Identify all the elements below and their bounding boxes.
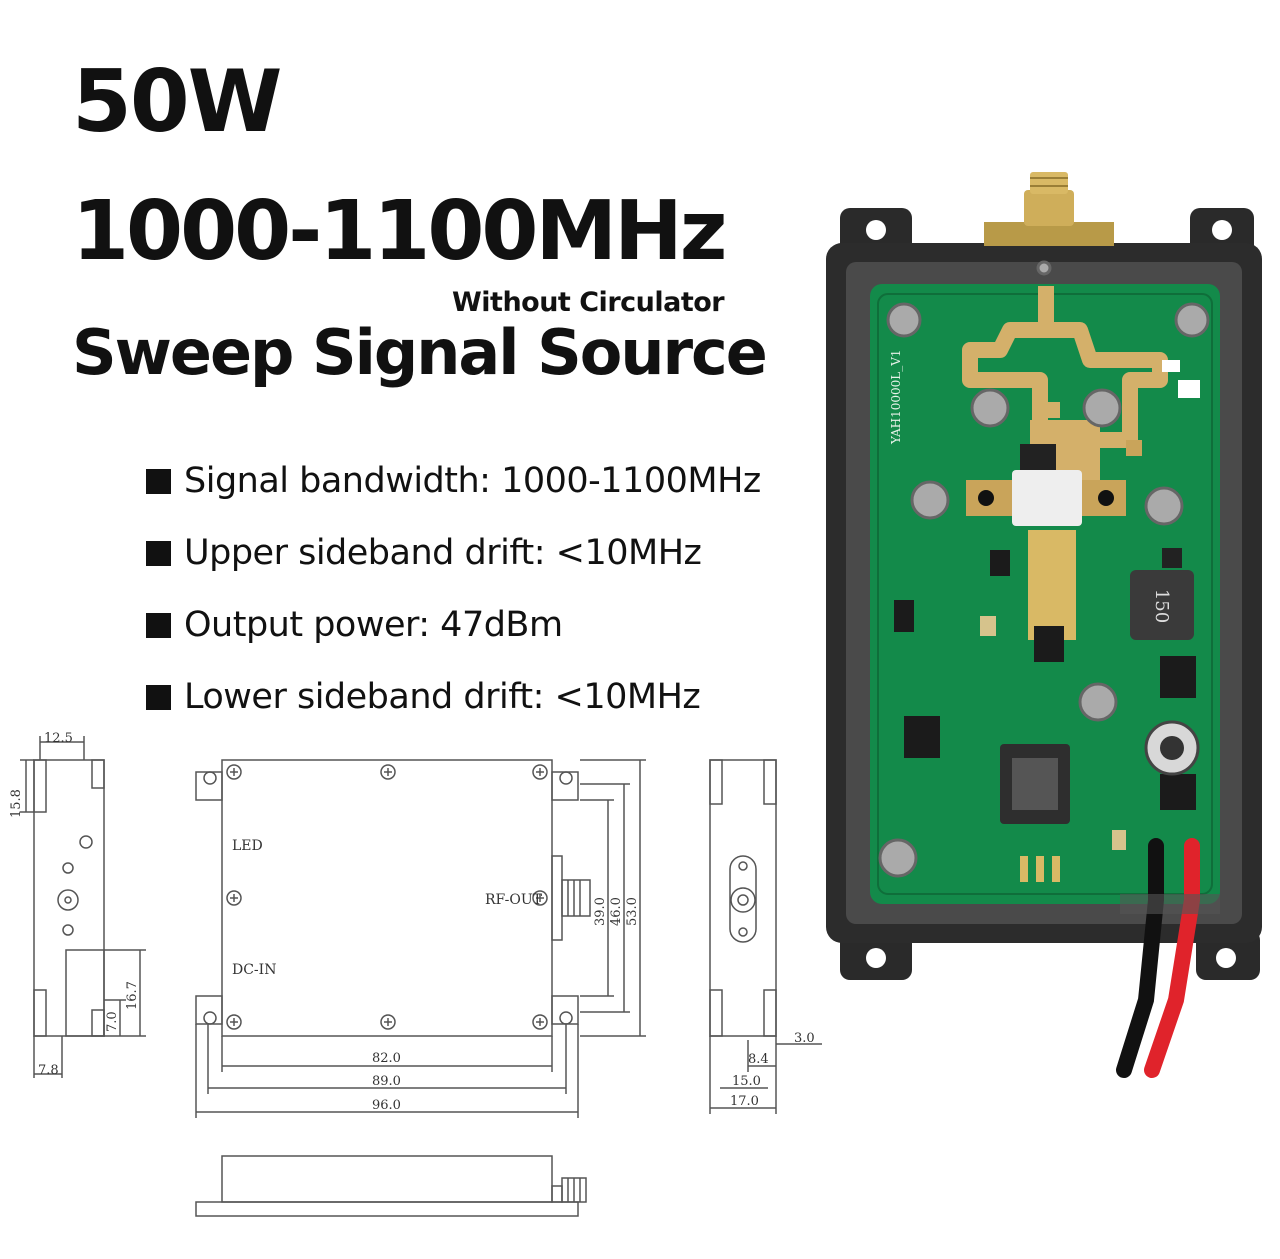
dim-label: 7.0	[105, 1011, 120, 1032]
inductor-icon: 150	[1130, 570, 1194, 640]
circulator-note: Without Circulator	[452, 287, 725, 318]
bottom-view	[195, 1155, 587, 1217]
dim-label: 3.0	[794, 1031, 815, 1046]
transistor-icon	[966, 470, 1126, 526]
capacitor-icon	[1144, 720, 1200, 776]
spec-text: Upper sideband drift: <10MHz	[184, 533, 702, 573]
square-bullet-icon	[146, 540, 171, 566]
dim-label: 89.0	[372, 1074, 401, 1089]
screw-hole-icons	[226, 764, 548, 1030]
spec-text: Signal bandwidth: 1000-1100MHz	[184, 461, 761, 501]
dim-label: 15.8	[9, 789, 24, 818]
spec-item: Signal bandwidth: 1000-1100MHz	[146, 445, 761, 517]
board-label: YAH10000L_V1	[889, 349, 903, 445]
spec-item: Output power: 47dBm	[146, 589, 761, 661]
square-bullet-icon	[146, 612, 171, 638]
dim-label: 7.8	[38, 1063, 59, 1078]
sma-connector-icon	[984, 172, 1114, 246]
rf-out-label: RF-OUT	[485, 892, 543, 908]
dim-label: 17.0	[730, 1094, 759, 1109]
spec-item: Upper sideband drift: <10MHz	[146, 517, 761, 589]
spec-list: Signal bandwidth: 1000-1100MHz Upper sid…	[146, 445, 761, 733]
inductor-label: 150	[1151, 589, 1172, 623]
product-title: Sweep Signal Source	[72, 316, 768, 389]
copper-pad	[1028, 530, 1076, 640]
dim-label: 16.7	[125, 981, 140, 1010]
dim-label: 82.0	[372, 1051, 401, 1066]
square-bullet-icon	[146, 468, 171, 494]
spec-text: Lower sideband drift: <10MHz	[184, 677, 701, 717]
dc-in-label: DC-IN	[232, 962, 276, 978]
dim-label: 53.0	[625, 897, 640, 926]
power-wires	[1116, 838, 1200, 1078]
spec-text: Output power: 47dBm	[184, 605, 563, 645]
led-label: LED	[232, 838, 263, 854]
power-title: 50W	[72, 52, 283, 152]
screw-icons	[878, 260, 1210, 878]
square-bullet-icon	[146, 684, 171, 710]
dim-label: 12.5	[44, 731, 73, 746]
frequency-title: 1000-1100MHz	[72, 184, 727, 279]
dim-label: 96.0	[372, 1098, 401, 1113]
dim-label: 46.0	[609, 897, 624, 926]
spec-item: Lower sideband drift: <10MHz	[146, 661, 761, 733]
ic-chips	[894, 360, 1200, 850]
side-view-left: 12.5 15.8 16.7 7.0 7.8	[9, 731, 146, 1078]
header-pins	[1020, 856, 1060, 882]
front-view: LED RF-OUT DC-IN 39.0 46.0 53.0 82.0 89.…	[195, 759, 646, 1118]
dim-label: 39.0	[593, 897, 608, 926]
dim-label: 15.0	[732, 1074, 761, 1089]
dim-label: 8.4	[748, 1052, 769, 1067]
side-view-right: 3.0 8.4 15.0 17.0	[709, 759, 822, 1114]
